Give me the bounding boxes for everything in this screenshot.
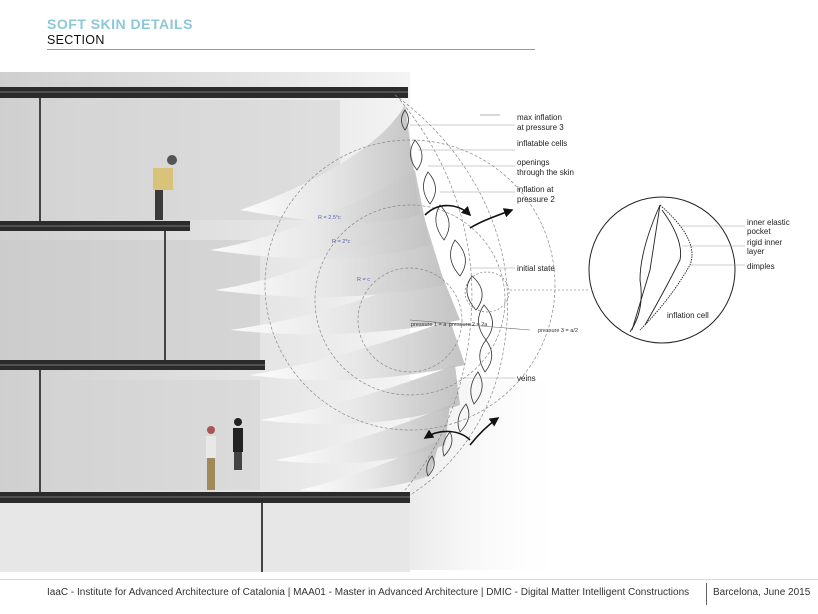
label-pocket: pocket: [747, 227, 771, 236]
label-inflation-cell: inflation cell: [667, 311, 709, 320]
label-radius-2: R = 2*c: [332, 239, 350, 245]
label-veins: veins: [517, 374, 536, 383]
page-title: SOFT SKIN DETAILS: [47, 16, 193, 32]
label-inflatable-cells: inflatable cells: [517, 139, 567, 148]
floor-slabs: [0, 87, 410, 503]
footer-credits: IaaC - Institute for Advanced Architectu…: [47, 587, 690, 598]
label-through-skin: through the skin: [517, 168, 574, 177]
person-bottom-right: [233, 418, 243, 470]
label-radius-3: R = c: [357, 277, 370, 283]
label-pressure-3-eq: pressure 3 = a/2: [538, 328, 578, 334]
annotations: max inflation at pressure 3 inflatable c…: [318, 113, 790, 383]
inflation-cell-detail: [464, 196, 745, 344]
footer-date: Barcelona, June 2015: [713, 587, 811, 598]
person-bottom-left: [206, 426, 216, 490]
columns: [39, 98, 263, 572]
annotation-leaders: [410, 124, 515, 379]
label-pressure-2: pressure 2: [517, 195, 555, 204]
pressure-radius-circles: [264, 94, 556, 496]
label-at-pressure-3: at pressure 3: [517, 123, 564, 132]
label-max-inflation: max inflation: [517, 113, 562, 122]
label-initial-state: initial state: [517, 264, 555, 273]
inflation-arrows: [423, 204, 514, 446]
soft-skin-folds: [210, 105, 465, 492]
person-top: [153, 155, 177, 220]
label-openings: openings: [517, 158, 549, 167]
label-dimples: dimples: [747, 262, 775, 271]
label-rigid-inner: rigid inner: [747, 238, 782, 247]
label-inflation-at: inflation at: [517, 185, 554, 194]
label-layer: layer: [747, 247, 765, 256]
title-divider: [47, 49, 535, 50]
label-pressure-1: pressure 1 = a: [411, 322, 447, 328]
footer-divider: [0, 579, 818, 580]
reference-lines: [409, 114, 531, 331]
person-figures: [153, 155, 243, 490]
label-radius-1: R = 2.5*c: [318, 215, 341, 221]
page-subtitle: SECTION: [47, 33, 105, 47]
section-drawing: max inflation at pressure 3 inflatable c…: [0, 72, 790, 572]
footer-separator: [706, 583, 707, 605]
label-pressure-2-eq: pressure 2 = 2a: [449, 322, 488, 328]
label-inner-elastic: inner elastic: [747, 218, 790, 227]
